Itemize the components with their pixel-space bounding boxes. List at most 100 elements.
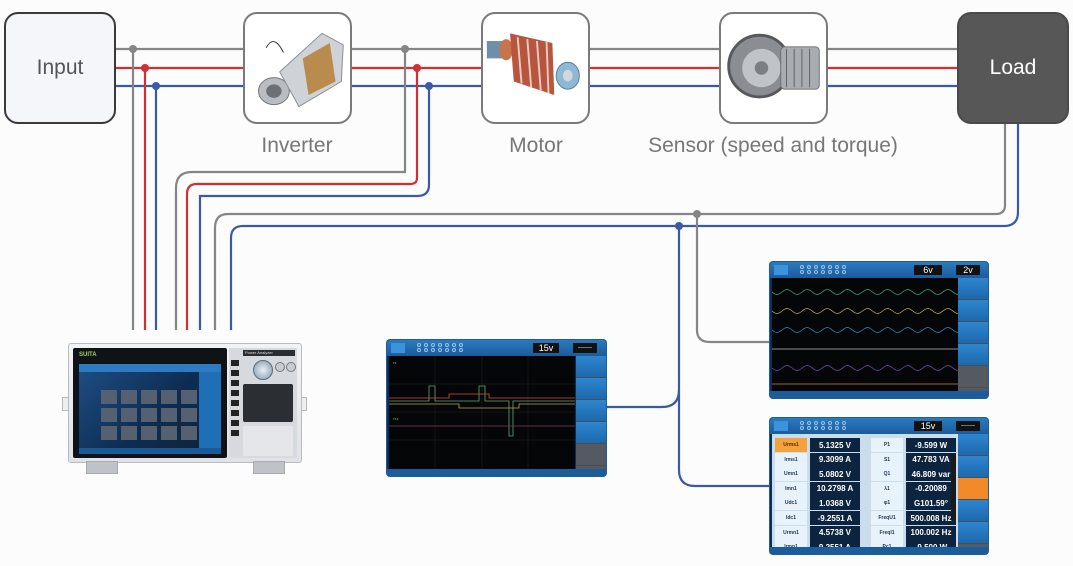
link-numeric-bottom: [677, 390, 770, 488]
waveform-screen: 6v 2v: [770, 262, 988, 398]
param-value: 10.2798 A: [810, 481, 860, 496]
device-app-grid: [101, 390, 197, 440]
param-label: S1: [871, 452, 903, 467]
side-button[interactable]: [958, 500, 988, 521]
small-knob[interactable]: [275, 362, 285, 372]
page-indicator[interactable]: [951, 454, 956, 520]
trend-side-menu: [576, 356, 606, 476]
junction-dot: [693, 210, 701, 218]
waveform-status-bar: [770, 391, 988, 398]
svg-text:T13: T13: [393, 418, 399, 421]
sensor-image: [719, 12, 828, 124]
param-label: P1: [871, 438, 903, 452]
param-value: 5.1325 V: [810, 438, 860, 452]
small-knob[interactable]: [286, 362, 296, 372]
param-value: 5.0802 V: [810, 467, 860, 482]
link-waveform: [695, 214, 770, 344]
side-button[interactable]: [576, 422, 606, 443]
side-button[interactable]: [958, 434, 988, 455]
trend-trace-red: [389, 393, 575, 399]
range-chip-left[interactable]: 6v: [914, 265, 942, 275]
rotary-knob[interactable]: [253, 360, 273, 380]
param-value: 100.002 Hz: [906, 525, 956, 540]
param-value: -9.2551 A: [810, 511, 860, 525]
load-tap-gray: [213, 124, 1007, 330]
motor-image: [481, 12, 590, 124]
waveform-trace: [771, 289, 959, 295]
range-chip-right[interactable]: 2v: [956, 265, 980, 275]
numeric-side-menu: [958, 434, 988, 554]
range-chip-right[interactable]: -------: [956, 421, 980, 431]
param-value: 47.783 VA: [906, 452, 956, 467]
side-button[interactable]: [576, 378, 606, 399]
range-chip-right[interactable]: -------: [573, 343, 597, 353]
motor-icon: [486, 33, 580, 95]
side-button[interactable]: [576, 356, 606, 377]
waveform-trace: [771, 327, 959, 333]
param-value: 9.3099 A: [810, 452, 860, 467]
param-label: Idc1: [775, 511, 807, 525]
param-label: Umn1: [775, 467, 807, 482]
param-label: Q1: [871, 467, 903, 482]
inverter-image: [243, 12, 352, 124]
trend-trace-green: [389, 385, 575, 437]
side-button[interactable]: [958, 300, 988, 321]
junction-dot: [425, 82, 433, 90]
side-button[interactable]: [958, 456, 988, 477]
link-numeric: [607, 226, 681, 409]
device-foot: [253, 461, 285, 474]
param-label: Urmn1: [775, 525, 807, 540]
side-button[interactable]: [576, 400, 606, 421]
side-button-active[interactable]: [958, 478, 988, 499]
device-foot: [86, 461, 118, 474]
trend-trace-orange: [389, 403, 575, 409]
side-keys: [231, 360, 239, 452]
device-screen[interactable]: [79, 364, 221, 454]
range-chip-left[interactable]: 15v: [533, 343, 559, 353]
inverter-tap-gray: [174, 49, 407, 330]
param-value: G101.59°: [906, 496, 956, 511]
trend-screen-toolbar: 15v -------: [387, 340, 606, 356]
range-chip-left[interactable]: 15v: [914, 421, 942, 431]
device-brand: SUITA: [79, 352, 97, 358]
param-value: 46.809 var: [906, 467, 956, 482]
keypad[interactable]: [243, 384, 293, 422]
inverter-caption: Inverter: [261, 134, 333, 157]
junction-dot: [675, 222, 683, 230]
waveform-side-menu: [958, 278, 988, 398]
param-label: Irms1: [775, 452, 807, 467]
param-label: Urms1: [775, 438, 807, 452]
load-node: Load: [957, 12, 1069, 124]
numeric-screen-toolbar: 15v -------: [770, 418, 988, 434]
numeric-status-bar: [770, 547, 988, 554]
trend-status-bar: [387, 469, 606, 476]
param-value: -0.20089: [906, 481, 956, 496]
inverter-tap-red: [185, 68, 419, 330]
load-tap-blue: [229, 124, 1020, 330]
lower-keys[interactable]: [243, 426, 293, 456]
device-model: Power Analyzer: [243, 350, 295, 356]
inverter-tap-blue: [198, 86, 431, 330]
param-label: φ1: [871, 496, 903, 511]
device-bezel: SUITA: [73, 348, 227, 458]
param-label: Imn1: [775, 481, 807, 496]
side-button[interactable]: [958, 278, 988, 299]
svg-text:T1: T1: [393, 362, 397, 365]
param-value: 500.008 Hz: [906, 511, 956, 525]
junction-dot: [129, 45, 137, 53]
param-label: FreqU1: [871, 511, 903, 525]
param-value: -9.599 W: [906, 438, 956, 452]
side-button[interactable]: [958, 344, 988, 365]
side-button[interactable]: [958, 322, 988, 343]
side-button[interactable]: [958, 522, 988, 543]
waveform-screen-toolbar: 6v 2v: [770, 262, 988, 278]
